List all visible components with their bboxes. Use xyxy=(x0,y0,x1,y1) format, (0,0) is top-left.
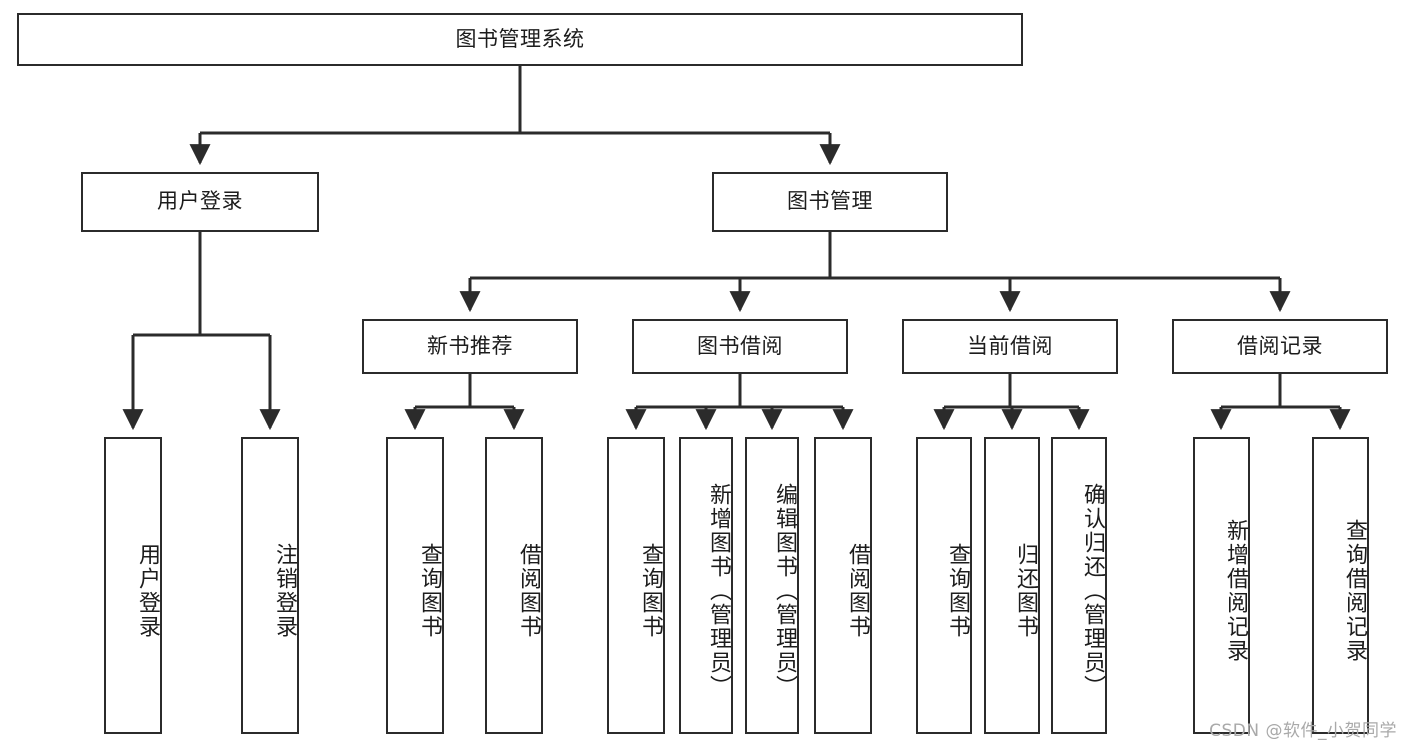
node-borrow-lend-book-label: 借阅图书 xyxy=(845,542,870,639)
node-current-borrow-label: 当前借阅 xyxy=(967,333,1053,358)
node-rec-query-book[interactable]: 查询图书 xyxy=(386,437,444,734)
node-cur-confirm-return[interactable]: 确认归还（管理员） xyxy=(1051,437,1107,734)
node-borrow-edit-book-label: 编辑图书（管理员） xyxy=(772,482,797,699)
node-user-login-do-label: 用户登录 xyxy=(135,542,160,639)
node-cur-confirm-return-label: 确认归还（管理员） xyxy=(1080,482,1105,699)
node-borrow-edit-book[interactable]: 编辑图书（管理员） xyxy=(745,437,799,734)
node-root-label: 图书管理系统 xyxy=(455,26,585,51)
node-cur-query-book[interactable]: 查询图书 xyxy=(916,437,972,734)
node-book-borrow[interactable]: 图书借阅 xyxy=(632,319,848,374)
node-book-manage-label: 图书管理 xyxy=(787,189,873,214)
node-cur-query-book-label: 查询图书 xyxy=(945,542,970,639)
node-rec-query-record-label: 查询借阅记录 xyxy=(1342,518,1367,663)
node-borrow-add-book-label: 新增图书（管理员） xyxy=(706,482,731,699)
node-borrow-query-book[interactable]: 查询图书 xyxy=(607,437,665,734)
node-root[interactable]: 图书管理系统 xyxy=(17,13,1023,66)
node-rec-query-record[interactable]: 查询借阅记录 xyxy=(1312,437,1369,734)
node-user-login-do[interactable]: 用户登录 xyxy=(104,437,162,734)
node-new-book-rec[interactable]: 新书推荐 xyxy=(362,319,578,374)
node-borrow-record-label: 借阅记录 xyxy=(1237,333,1323,358)
node-rec-query-book-label: 查询图书 xyxy=(417,542,442,639)
node-cur-return-book[interactable]: 归还图书 xyxy=(984,437,1040,734)
node-borrow-lend-book[interactable]: 借阅图书 xyxy=(814,437,872,734)
node-cur-return-book-label: 归还图书 xyxy=(1013,542,1038,639)
node-new-book-rec-label: 新书推荐 xyxy=(427,333,513,358)
node-rec-add-record[interactable]: 新增借阅记录 xyxy=(1193,437,1250,734)
node-borrow-record[interactable]: 借阅记录 xyxy=(1172,319,1388,374)
node-user-logout-label: 注销登录 xyxy=(272,542,297,639)
watermark: CSDN @软件_小贺同学 xyxy=(1209,721,1397,741)
node-rec-borrow-book-label: 借阅图书 xyxy=(516,542,541,639)
node-user-logout[interactable]: 注销登录 xyxy=(241,437,299,734)
node-book-borrow-label: 图书借阅 xyxy=(697,333,783,358)
node-rec-add-record-label: 新增借阅记录 xyxy=(1223,518,1248,663)
node-rec-borrow-book[interactable]: 借阅图书 xyxy=(485,437,543,734)
node-book-manage[interactable]: 图书管理 xyxy=(712,172,948,232)
node-borrow-query-book-label: 查询图书 xyxy=(638,542,663,639)
node-current-borrow[interactable]: 当前借阅 xyxy=(902,319,1118,374)
node-borrow-add-book[interactable]: 新增图书（管理员） xyxy=(679,437,733,734)
node-user-login-label: 用户登录 xyxy=(157,189,243,214)
node-user-login[interactable]: 用户登录 xyxy=(81,172,319,232)
